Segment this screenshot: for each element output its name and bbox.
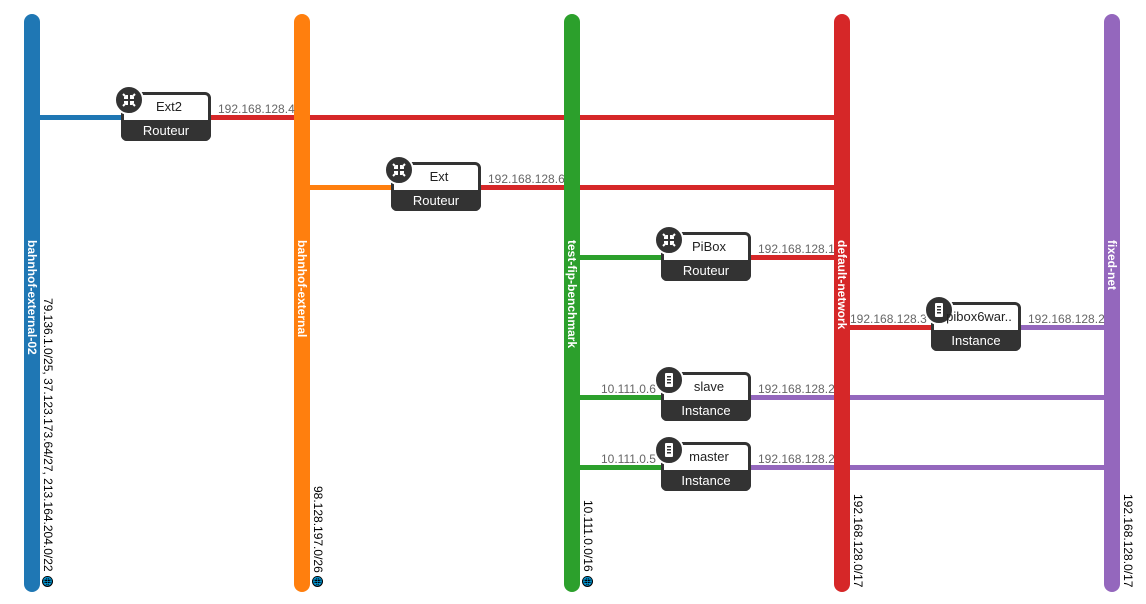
link-master-test[interactable] bbox=[576, 465, 666, 470]
device-name: PiBox bbox=[692, 239, 726, 254]
server-icon bbox=[924, 295, 954, 325]
ip-label-ext: 192.168.128.6 bbox=[488, 172, 565, 186]
network-cidr-bahnhof-external-02: 79.136.1.0/25, 37.123.173.64/27, 213.164… bbox=[41, 298, 55, 572]
router-icon bbox=[654, 225, 684, 255]
device-name: Ext bbox=[429, 169, 449, 184]
device-type: Instance bbox=[661, 470, 751, 491]
device-type: Routeur bbox=[121, 120, 211, 141]
network-name-bahnhof-external: bahnhof-external bbox=[295, 240, 309, 338]
device-master[interactable]: master Instance bbox=[654, 435, 751, 491]
ip-label-slave-default: 192.168.128.2 bbox=[758, 382, 835, 396]
network-name-fixed-net: fixed-net bbox=[1105, 240, 1119, 291]
network-bar-default-network[interactable] bbox=[834, 14, 850, 592]
ip-label-pibox6war-fixed: 192.168.128.2 bbox=[1028, 312, 1105, 326]
device-pibox[interactable]: PiBox Routeur bbox=[654, 225, 751, 281]
network-bar-fixed-net[interactable] bbox=[1104, 14, 1120, 592]
globe-icon: 🌐 bbox=[312, 576, 323, 587]
network-name-test-fip-benchmark: test-fip-benchmark bbox=[565, 240, 579, 349]
network-name-default-network: default-network bbox=[835, 240, 849, 330]
device-name: pibox6war.. bbox=[946, 309, 1012, 324]
ip-label-pibox6war-default: 192.168.128.3 bbox=[850, 312, 927, 326]
link-pibox-test[interactable] bbox=[576, 255, 666, 260]
network-cidr-test-fip-benchmark: 10.111.0.0/16 bbox=[581, 500, 595, 572]
link-pibox-default[interactable] bbox=[750, 255, 842, 260]
device-name: Ext2 bbox=[155, 99, 182, 114]
device-ext2[interactable]: Ext2 Routeur bbox=[114, 85, 211, 141]
network-cidr-default-network: 192.168.128.0/17 bbox=[851, 494, 865, 588]
network-cidr-fixed-net: 192.168.128.0/17 bbox=[1121, 494, 1135, 588]
link-pibox6war-default[interactable] bbox=[846, 325, 936, 330]
link-ext-default[interactable] bbox=[480, 185, 842, 190]
link-ext2-default[interactable] bbox=[210, 115, 842, 120]
device-name: slave bbox=[693, 379, 725, 394]
router-icon bbox=[114, 85, 144, 115]
network-name-bahnhof-external-02: bahnhof-external-02 bbox=[25, 240, 39, 355]
globe-icon: 🌐 bbox=[582, 576, 593, 587]
server-icon bbox=[654, 365, 684, 395]
ip-label-master-default: 192.168.128.2 bbox=[758, 452, 835, 466]
device-type: Routeur bbox=[391, 190, 481, 211]
ip-label-pibox: 192.168.128.1 bbox=[758, 242, 835, 256]
server-icon bbox=[654, 435, 684, 465]
ip-label-ext2: 192.168.128.4 bbox=[218, 102, 295, 116]
ip-label-slave-test: 10.111.0.6 bbox=[601, 382, 656, 396]
device-name: master bbox=[689, 449, 729, 464]
network-bar-bahnhof-external[interactable] bbox=[294, 14, 310, 592]
network-cidr-bahnhof-external: 98.128.197.0/26 bbox=[311, 486, 325, 573]
device-pibox6war[interactable]: pibox6war.. Instance bbox=[924, 295, 1021, 351]
device-ext[interactable]: Ext Routeur bbox=[384, 155, 481, 211]
device-type: Instance bbox=[661, 400, 751, 421]
link-slave-test[interactable] bbox=[576, 395, 666, 400]
link-pibox6war-fixed[interactable] bbox=[1020, 325, 1112, 330]
network-bar-bahnhof-external-02[interactable] bbox=[24, 14, 40, 592]
network-bar-test-fip-benchmark[interactable] bbox=[564, 14, 580, 592]
link-ext-external[interactable] bbox=[306, 185, 396, 190]
link-ext2-external02[interactable] bbox=[38, 115, 126, 120]
router-icon bbox=[384, 155, 414, 185]
link-slave-fixed[interactable] bbox=[750, 395, 1112, 400]
device-type: Instance bbox=[931, 330, 1021, 351]
link-master-fixed[interactable] bbox=[750, 465, 1112, 470]
device-slave[interactable]: slave Instance bbox=[654, 365, 751, 421]
device-type: Routeur bbox=[661, 260, 751, 281]
globe-icon: 🌐 bbox=[42, 576, 53, 587]
ip-label-master-test: 10.111.0.5 bbox=[601, 452, 656, 466]
